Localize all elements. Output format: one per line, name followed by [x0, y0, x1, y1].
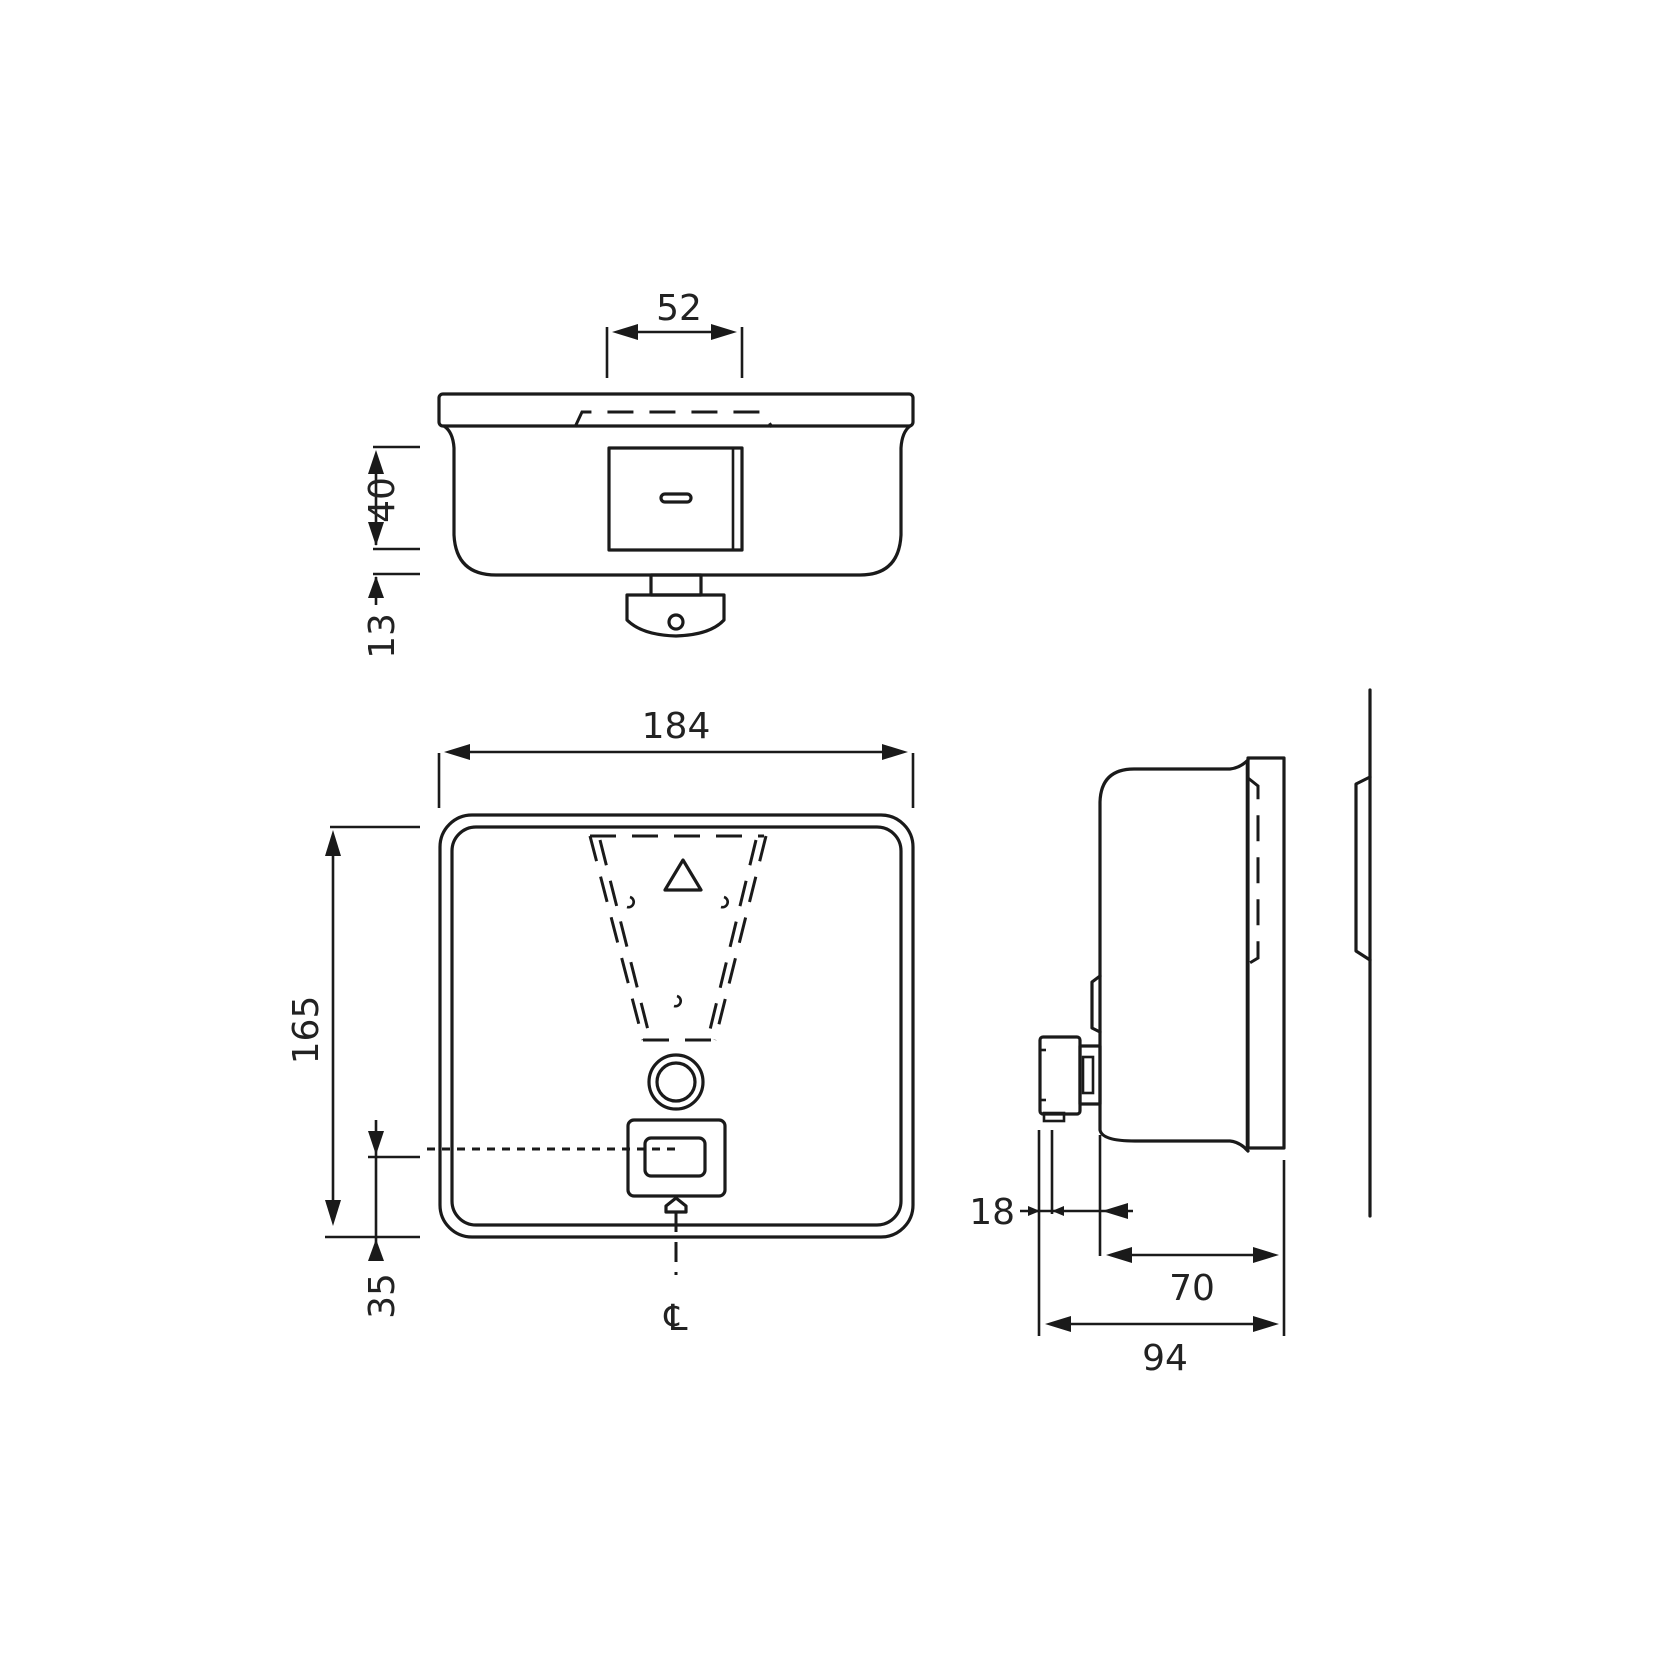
- refill-port-inner: [655, 1061, 697, 1103]
- side-nozzle-stem: [1078, 1044, 1102, 1106]
- centerline-symbol: ℄: [663, 1298, 687, 1339]
- push-plate: [607, 446, 744, 552]
- dimension-label-18: 18: [969, 1192, 1015, 1233]
- warning-triangle-icon: [663, 858, 703, 892]
- dimension-52: 52: [605, 288, 744, 378]
- side-tab: [1090, 974, 1102, 1034]
- dimension-184: 184: [437, 706, 915, 808]
- side-nozzle-cap: [1038, 1035, 1082, 1116]
- side-nozzle-tip: [1042, 1111, 1066, 1123]
- screw-hole-right: [720, 895, 729, 909]
- dimension-40-13: 40 13: [362, 445, 420, 659]
- nozzle-stem: [649, 573, 703, 597]
- side-view: 18 70 94: [969, 688, 1372, 1379]
- dimension-94: 94: [1045, 1316, 1279, 1379]
- top-lid-plate: [437, 392, 915, 428]
- side-body: [1098, 758, 1250, 1153]
- top-view: 52 40 13: [362, 288, 915, 659]
- push-button-housing: [626, 1118, 727, 1198]
- dimension-label-184: 184: [642, 706, 711, 747]
- dimension-70: 70: [1106, 1160, 1286, 1336]
- dimension-18: 18: [969, 1130, 1133, 1336]
- refill-port-outer: [647, 1053, 705, 1111]
- push-button: [643, 1136, 707, 1178]
- screw-hole-left: [626, 895, 635, 909]
- dimension-label-13: 13: [362, 613, 403, 659]
- dimension-35: 35: [362, 1120, 420, 1319]
- front-body-outer: [438, 813, 915, 1239]
- dimension-label-70: 70: [1169, 1268, 1215, 1309]
- screw-hole-bottom: [673, 994, 682, 1008]
- nozzle-hole-icon: [667, 613, 685, 631]
- hidden-wall-bracket: [588, 834, 768, 1042]
- front-view: 184 ℄: [286, 706, 915, 1339]
- hidden-bracket: [573, 410, 774, 428]
- wall-bracket-profile: [1354, 775, 1372, 962]
- dimension-165: 165: [286, 825, 420, 1239]
- dimension-label-35: 35: [362, 1273, 403, 1319]
- dimension-label-165: 165: [286, 996, 327, 1065]
- dimension-label-94: 94: [1142, 1338, 1188, 1379]
- dimension-label-52: 52: [656, 288, 702, 329]
- dimension-label-40: 40: [362, 477, 403, 523]
- front-body-inner: [450, 825, 903, 1227]
- side-nozzle-detail: [1081, 1055, 1095, 1095]
- side-hidden-bracket: [1247, 776, 1260, 966]
- push-plate-slot: [659, 492, 693, 504]
- nozzle-tip-icon: [664, 1196, 688, 1214]
- nozzle-cap: [625, 593, 726, 638]
- side-back-plate: [1246, 756, 1286, 1150]
